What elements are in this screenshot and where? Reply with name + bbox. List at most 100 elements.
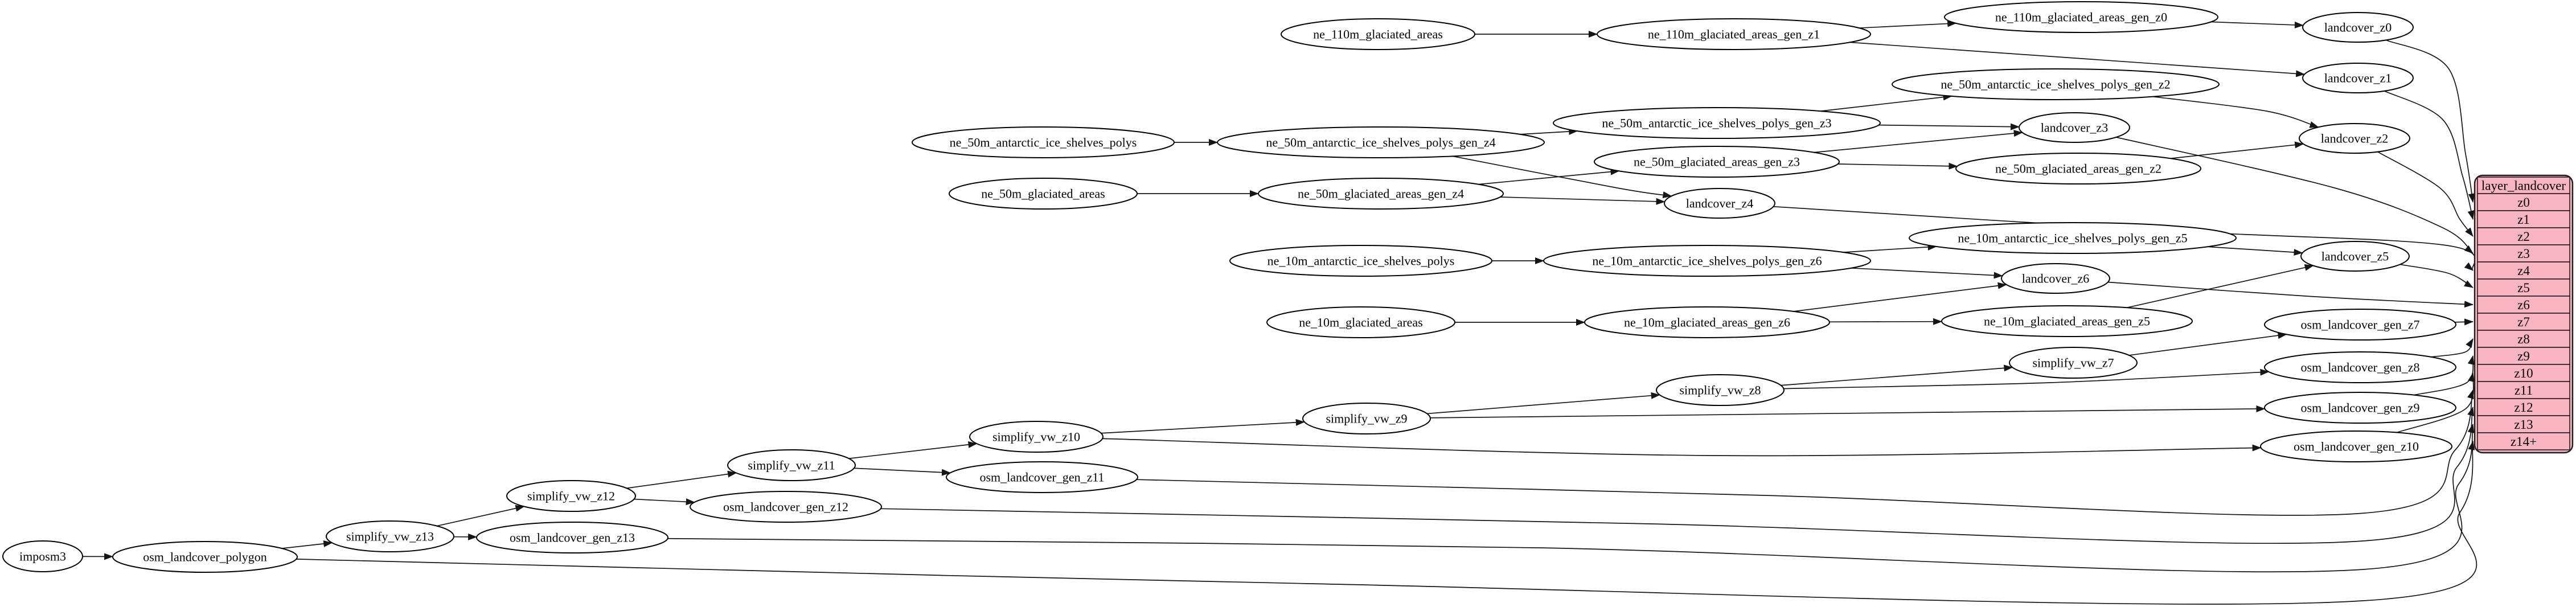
simplify_vw_z12-label: simplify_vw_z12 bbox=[527, 489, 615, 503]
table-row-z8: z8 bbox=[2477, 330, 2570, 348]
landcover_z1-ellipse bbox=[2302, 63, 2414, 93]
edge-simplify_vw_z13-to-simplify_vw_z12 bbox=[436, 505, 525, 527]
node-ne_10m_glaciated_areas_gen_z5: ne_10m_glaciated_areas_gen_z5 bbox=[1941, 305, 2193, 337]
node-simplify_vw_z10: simplify_vw_z10 bbox=[969, 421, 1104, 453]
table-row-z13-cell bbox=[2477, 415, 2570, 433]
landcover_z3-label: landcover_z3 bbox=[2041, 120, 2109, 134]
ne_10m_glaciated_areas_gen_z5-label: ne_10m_glaciated_areas_gen_z5 bbox=[1984, 314, 2150, 328]
simplify_vw_z8-ellipse bbox=[1656, 374, 1785, 406]
ne_50m_antarctic_ice_shelves_polys-label: ne_50m_antarctic_ice_shelves_polys bbox=[950, 135, 1137, 149]
edge-landcover_z6-to-layer_landcover-z6 bbox=[2107, 281, 2474, 308]
osm_landcover_gen_z12-ellipse bbox=[690, 491, 882, 523]
landcover_z3-ellipse bbox=[2019, 112, 2130, 143]
landcover_z6-ellipse bbox=[2001, 263, 2110, 294]
simplify_vw_z11-label: simplify_vw_z11 bbox=[748, 458, 835, 472]
node-landcover_z5: landcover_z5 bbox=[2300, 241, 2410, 272]
edge-simplify_vw_z9-to-simplify_vw_z8 bbox=[1427, 392, 1660, 415]
edge-osm_landcover_gen_z13-to-layer_landcover-z13 bbox=[667, 424, 2475, 573]
ne_50m_antarctic_ice_shelves_polys-ellipse bbox=[912, 126, 1175, 158]
landcover_z4-label: landcover_z4 bbox=[1686, 196, 1754, 210]
ne_50m_antarctic_ice_shelves_polys_gen_z3-label: ne_50m_antarctic_ice_shelves_polys_gen_z… bbox=[1602, 116, 1831, 130]
table-row-z13-label: z13 bbox=[2514, 417, 2533, 432]
edge-ne_50m_glaciated_areas_gen_z4-to-landcover_z4 bbox=[1500, 196, 1666, 205]
ne_50m_glaciated_areas_gen_z2-ellipse bbox=[1955, 153, 2201, 184]
edge-landcover_z2-to-layer_landcover-z2 bbox=[2377, 151, 2474, 237]
node-landcover_z3: landcover_z3 bbox=[2019, 112, 2130, 143]
ne_50m_antarctic_ice_shelves_polys_gen_z2-ellipse bbox=[1892, 68, 2220, 100]
simplify_vw_z8-label: simplify_vw_z8 bbox=[1680, 383, 1761, 397]
osm_landcover_gen_z9-label: osm_landcover_gen_z9 bbox=[2301, 400, 2420, 415]
ne_10m_antarctic_ice_shelves_polys_gen_z5-label: ne_10m_antarctic_ice_shelves_polys_gen_z… bbox=[1958, 231, 2187, 245]
node-osm_landcover_polygon: osm_landcover_polygon bbox=[112, 541, 298, 573]
ne_50m_antarctic_ice_shelves_polys_gen_z4-label: ne_50m_antarctic_ice_shelves_polys_gen_z… bbox=[1266, 135, 1495, 149]
landcover_z5-label: landcover_z5 bbox=[2321, 249, 2389, 263]
node-landcover_z6: landcover_z6 bbox=[2001, 263, 2110, 294]
landcover_z0-ellipse bbox=[2302, 12, 2414, 43]
osm_landcover_gen_z11-label: osm_landcover_gen_z11 bbox=[979, 470, 1104, 484]
table-row-z8-cell bbox=[2477, 330, 2570, 348]
landcover_z4-ellipse bbox=[1664, 188, 1775, 219]
ne_50m_antarctic_ice_shelves_polys_gen_z3-ellipse bbox=[1553, 107, 1881, 139]
landcover_z6-label: landcover_z6 bbox=[2022, 271, 2090, 285]
ne_10m_glaciated_areas_gen_z6-label: ne_10m_glaciated_areas_gen_z6 bbox=[1624, 315, 1790, 329]
edge-ne_110m_glaciated_areas_gen_z0-to-landcover_z0 bbox=[2210, 21, 2304, 28]
table-row-z7-cell bbox=[2477, 313, 2570, 331]
table-row-z6-label: z6 bbox=[2517, 298, 2530, 312]
ne_10m_antarctic_ice_shelves_polys_gen_z6-ellipse bbox=[1543, 245, 1871, 277]
simplify_vw_z12-ellipse bbox=[506, 480, 636, 512]
edge-ne_10m_antarctic_ice_shelves_polys_gen_z6-to-ne_10m_antarctic_ice_shelves_polys_gen_z5 bbox=[1843, 243, 1937, 253]
edge-osm_landcover_gen_z11-to-layer_landcover-z11 bbox=[1136, 389, 2474, 516]
table-row-z8-label: z8 bbox=[2517, 332, 2530, 346]
node-imposm3: imposm3 bbox=[2, 540, 83, 572]
node-ne_10m_antarctic_ice_shelves_polys_gen_z6: ne_10m_antarctic_ice_shelves_polys_gen_z… bbox=[1543, 245, 1871, 277]
table-row-z14+: z14+ bbox=[2477, 432, 2570, 450]
table-row-z6: z6 bbox=[2477, 296, 2570, 314]
edge-ne_50m_antarctic_ice_shelves_polys_gen_z2-to-landcover_z2 bbox=[2152, 96, 2319, 128]
edge-ne_110m_glaciated_areas_gen_z1-to-ne_110m_glaciated_areas_gen_z0 bbox=[1859, 20, 1957, 29]
node-simplify_vw_z8: simplify_vw_z8 bbox=[1656, 374, 1785, 406]
node-landcover_z0: landcover_z0 bbox=[2302, 12, 2414, 43]
edge-landcover_z3-to-layer_landcover-z3 bbox=[2116, 137, 2474, 254]
ne_110m_glaciated_areas-ellipse bbox=[1281, 18, 1475, 50]
node-ne_110m_glaciated_areas_gen_z1: ne_110m_glaciated_areas_gen_z1 bbox=[1597, 18, 1871, 50]
table-row-z1: z1 bbox=[2477, 210, 2570, 228]
table-row-z7-label: z7 bbox=[2517, 315, 2530, 329]
table-row-z3-label: z3 bbox=[2517, 247, 2530, 261]
table-row-z14+-label: z14+ bbox=[2511, 434, 2537, 449]
ne_50m_glaciated_areas_gen_z3-label: ne_50m_glaciated_areas_gen_z3 bbox=[1634, 154, 1800, 169]
node-ne_50m_glaciated_areas_gen_z2: ne_50m_glaciated_areas_gen_z2 bbox=[1955, 153, 2201, 184]
node-simplify_vw_z13: simplify_vw_z13 bbox=[326, 520, 454, 552]
ne_50m_glaciated_areas_gen_z3-ellipse bbox=[1594, 146, 1840, 178]
node-ne_50m_antarctic_ice_shelves_polys_gen_z3: ne_50m_antarctic_ice_shelves_polys_gen_z… bbox=[1553, 107, 1881, 139]
ne_10m_glaciated_areas_gen_z6-ellipse bbox=[1584, 306, 1830, 338]
node-ne_50m_antarctic_ice_shelves_polys_gen_z4: ne_50m_antarctic_ice_shelves_polys_gen_z… bbox=[1217, 126, 1545, 158]
edge-osm_landcover_polygon-to-simplify_vw_z13 bbox=[281, 540, 333, 549]
edge-simplify_vw_z12-to-osm_landcover_gen_z12 bbox=[634, 498, 695, 506]
simplify_vw_z13-ellipse bbox=[326, 520, 454, 552]
edge-ne_50m_antarctic_ice_shelves_polys_gen_z3-to-landcover_z3 bbox=[1878, 123, 2020, 130]
table-row-z10-cell bbox=[2477, 364, 2570, 382]
edge-simplify_vw_z12-to-simplify_vw_z11 bbox=[626, 470, 737, 489]
osm_landcover_gen_z7-label: osm_landcover_gen_z7 bbox=[2301, 317, 2420, 331]
ne_110m_glaciated_areas_gen_z1-label: ne_110m_glaciated_areas_gen_z1 bbox=[1648, 27, 1820, 41]
node-osm_landcover_gen_z12: osm_landcover_gen_z12 bbox=[690, 491, 882, 523]
edge-osm_landcover_polygon-to-layer_landcover-z14+ bbox=[296, 441, 2477, 605]
table-row-z7: z7 bbox=[2477, 313, 2570, 331]
table-row-z2: z2 bbox=[2477, 227, 2570, 245]
edge-simplify_vw_z8-to-simplify_vw_z7 bbox=[1781, 364, 2013, 386]
table-row-z12-label: z12 bbox=[2514, 400, 2533, 415]
simplify_vw_z9-label: simplify_vw_z9 bbox=[1326, 411, 1408, 425]
ne_10m_antarctic_ice_shelves_polys-label: ne_10m_antarctic_ice_shelves_polys bbox=[1268, 253, 1455, 268]
ne_10m_glaciated_areas_gen_z5-ellipse bbox=[1941, 305, 2193, 337]
landcover_z1-label: landcover_z1 bbox=[2324, 71, 2392, 85]
ne_50m_antarctic_ice_shelves_polys_gen_z4-ellipse bbox=[1217, 126, 1545, 158]
table-row-z3: z3 bbox=[2477, 244, 2570, 263]
node-osm_landcover_gen_z13: osm_landcover_gen_z13 bbox=[476, 522, 668, 553]
table-row-z5-cell bbox=[2477, 278, 2570, 297]
node-osm_landcover_gen_z7: osm_landcover_gen_z7 bbox=[2264, 309, 2456, 341]
node-landcover_z1: landcover_z1 bbox=[2302, 63, 2414, 93]
node-ne_50m_glaciated_areas_gen_z4: ne_50m_glaciated_areas_gen_z4 bbox=[1258, 178, 1504, 210]
node-ne_50m_glaciated_areas: ne_50m_glaciated_areas bbox=[949, 178, 1138, 210]
node-simplify_vw_z7: simplify_vw_z7 bbox=[2009, 347, 2138, 379]
